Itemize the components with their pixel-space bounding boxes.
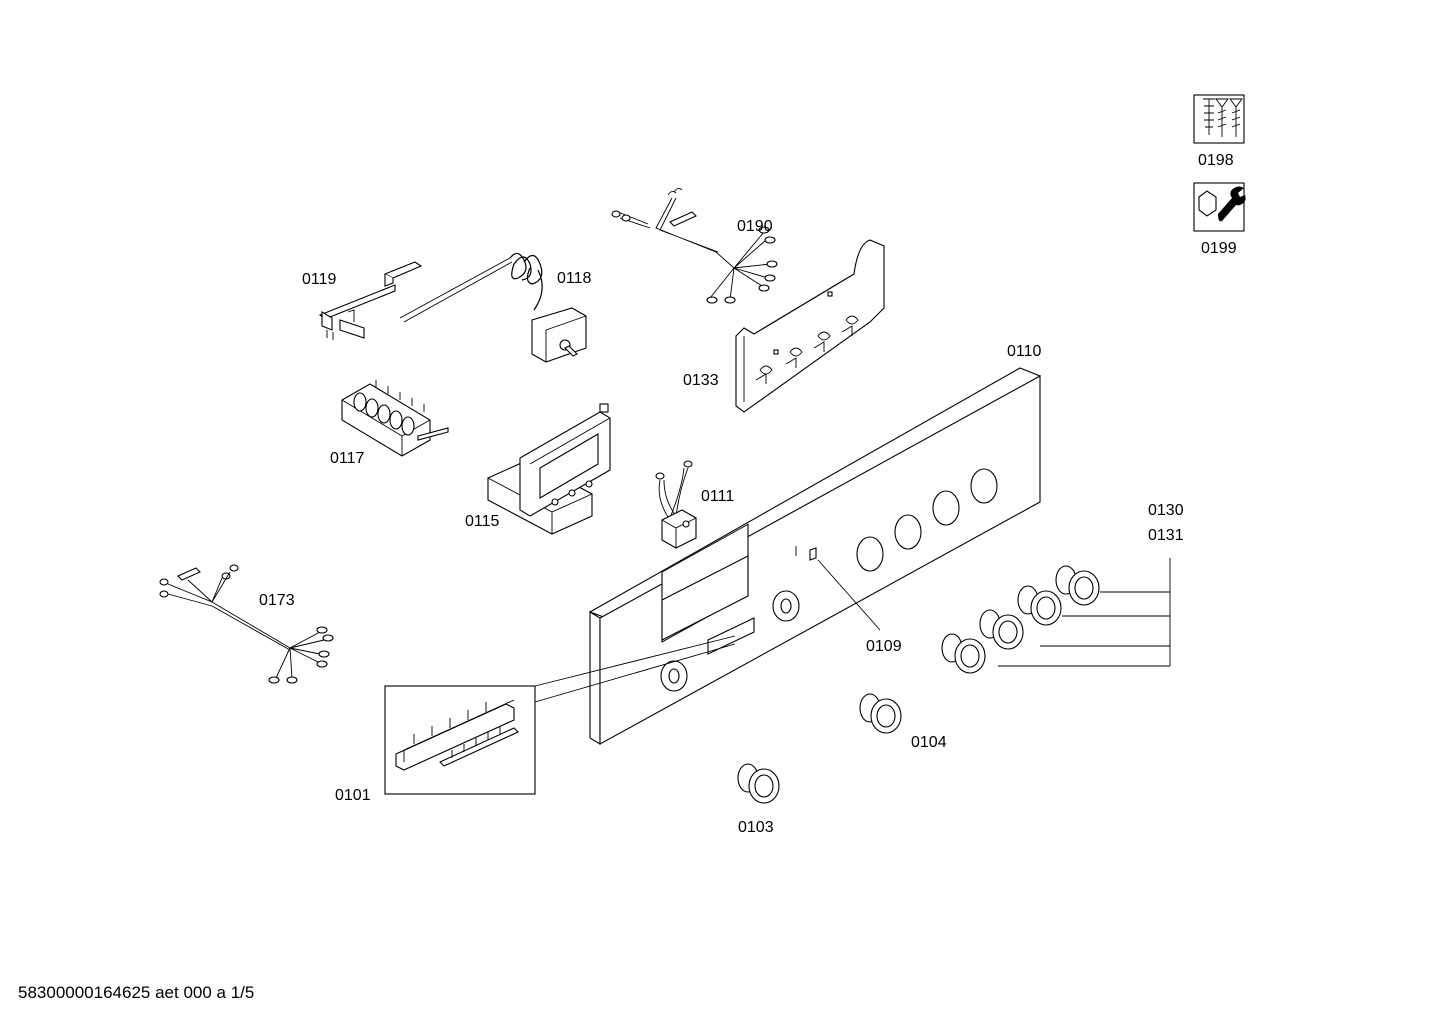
document-footer: 58300000164625 aet 000 a 1/5 xyxy=(18,983,254,1002)
part-0190 xyxy=(611,187,778,304)
label-0198: 0198 xyxy=(1198,152,1234,169)
label-0103: 0103 xyxy=(738,819,774,836)
part-0173 xyxy=(159,564,334,684)
part-0103 xyxy=(737,763,780,804)
label-0199: 0199 xyxy=(1201,240,1237,257)
label-0115: 0115 xyxy=(465,513,500,530)
label-0130: 0130 xyxy=(1148,502,1184,519)
part-0133 xyxy=(735,239,885,413)
part-0130-0131-knobs xyxy=(941,558,1171,674)
label-0117: 0117 xyxy=(330,450,365,467)
label-0111: 0111 xyxy=(701,488,734,505)
part-0115 xyxy=(487,403,611,535)
label-0118: 0118 xyxy=(557,270,592,287)
part-0104 xyxy=(859,693,902,734)
part-0111 xyxy=(655,460,697,549)
part-0110 xyxy=(588,367,1042,745)
part-0118 xyxy=(399,252,587,363)
label-0119: 0119 xyxy=(302,271,337,288)
label-0131: 0131 xyxy=(1148,527,1184,544)
label-0133: 0133 xyxy=(683,372,719,389)
label-0173: 0173 xyxy=(259,592,295,609)
label-0110: 0110 xyxy=(1007,343,1042,360)
wrench-nut-icon[interactable] xyxy=(1193,182,1246,232)
part-0119 xyxy=(318,261,423,340)
label-0190: 0190 xyxy=(737,218,773,235)
part-0117 xyxy=(341,380,449,457)
part-0101 xyxy=(384,635,736,795)
label-0109: 0109 xyxy=(866,638,902,655)
screws-icon[interactable] xyxy=(1193,94,1245,144)
leader-0109 xyxy=(817,559,881,631)
label-0104: 0104 xyxy=(911,734,947,751)
label-0101: 0101 xyxy=(335,787,371,804)
